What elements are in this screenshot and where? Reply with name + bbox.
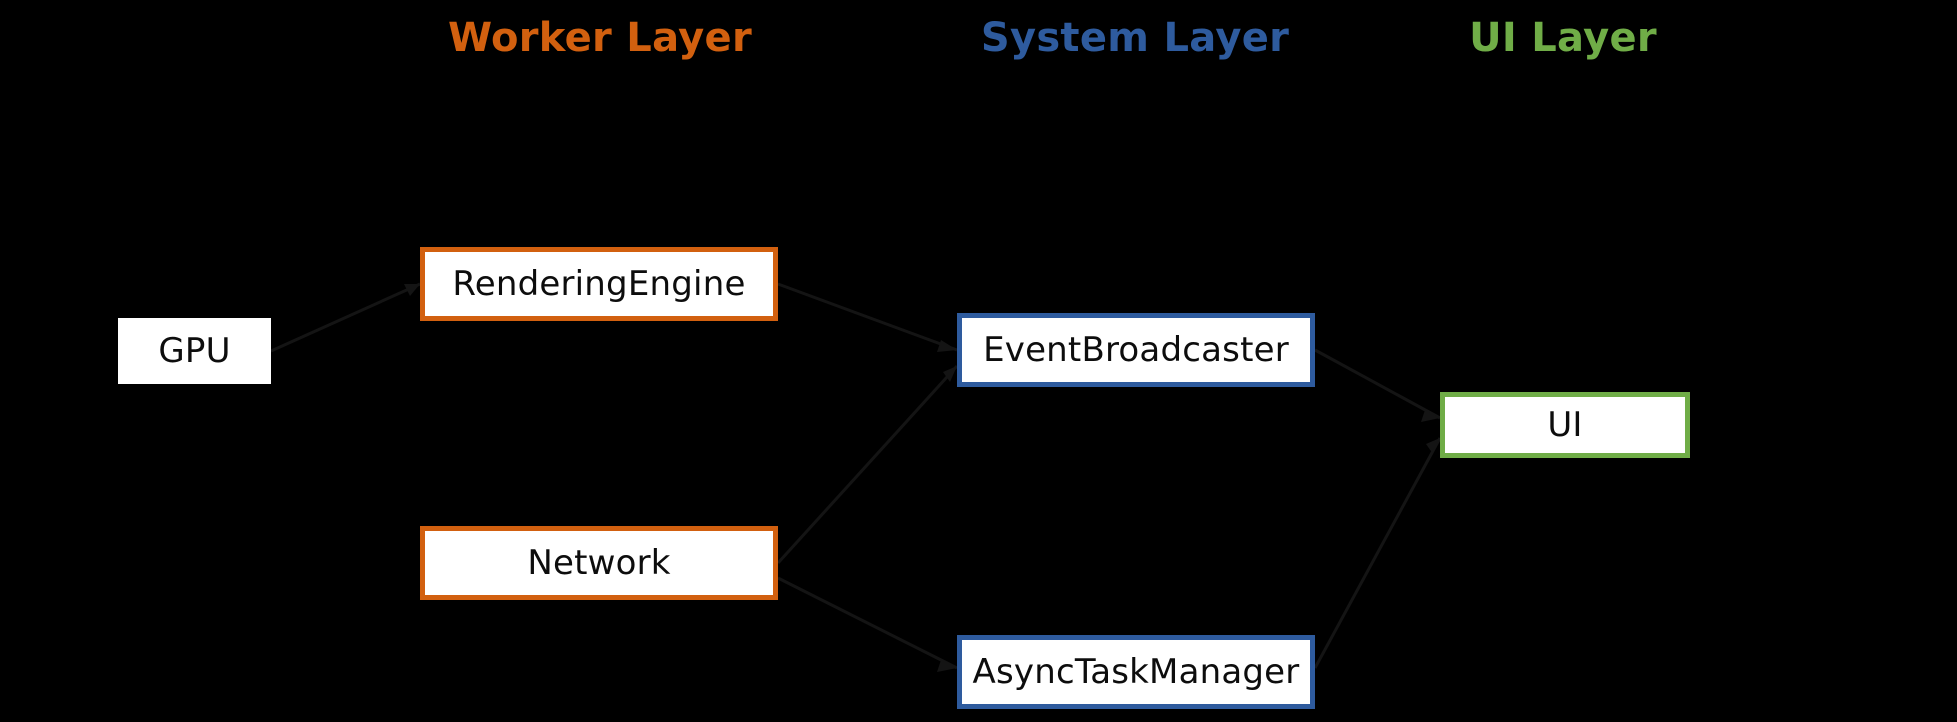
node-event-broadcaster[interactable]: EventBroadcaster <box>957 313 1315 387</box>
node-gpu[interactable]: GPU <box>118 318 271 384</box>
layer-title-worker: Worker Layer <box>448 15 752 61</box>
connector-network-to-asynctaskmanager <box>777 576 958 672</box>
node-network[interactable]: Network <box>420 526 778 600</box>
connector-renderingengine-to-eventbroadcaster <box>777 282 958 352</box>
layer-title-ui: UI Layer <box>1469 15 1657 61</box>
layer-title-system: System Layer <box>980 15 1290 61</box>
connector-asynctaskmanager-to-ui <box>1313 437 1442 669</box>
connector-eventbroadcaster-to-ui <box>1314 348 1441 422</box>
node-async-task-manager[interactable]: AsyncTaskManager <box>957 635 1315 709</box>
connector-network-to-eventbroadcaster <box>776 364 959 565</box>
connector-gpu-to-renderingengine <box>270 282 421 353</box>
node-rendering-engine[interactable]: RenderingEngine <box>420 247 778 321</box>
node-ui[interactable]: UI <box>1440 392 1690 458</box>
